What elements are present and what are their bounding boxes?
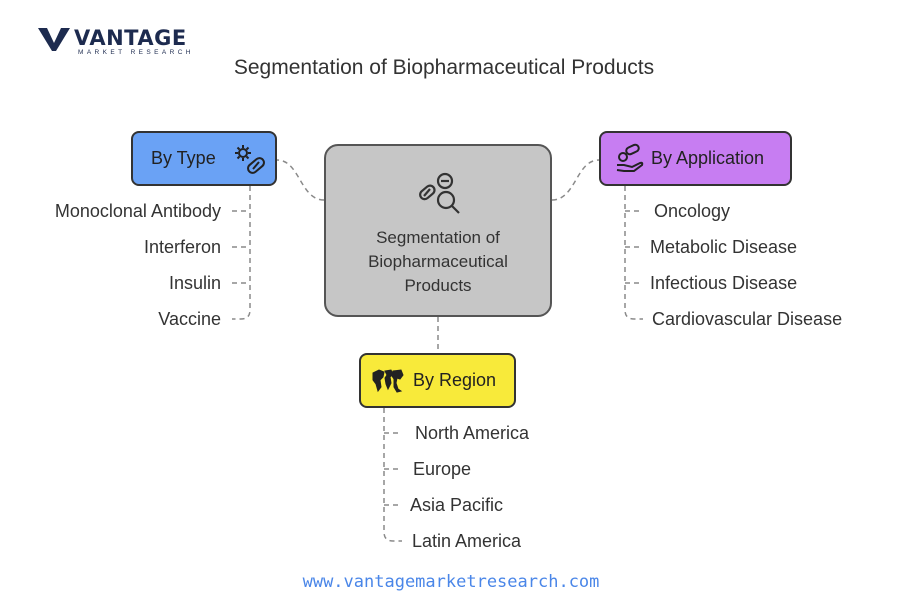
link-app-trunk — [624, 186, 643, 320]
category-by-application-label: By Application — [651, 148, 765, 168]
footer-url[interactable]: www.vantagemarketresearch.com — [302, 572, 600, 592]
type-item-2: Interferon — [143, 237, 221, 257]
page-title: Segmentation of Biopharmaceutical Produc… — [233, 56, 655, 79]
region-item-1: North America — [415, 423, 530, 443]
category-by-region-label: By Region — [413, 370, 497, 390]
link-region-trunk — [383, 408, 402, 542]
application-item-2: Metabolic Disease — [650, 237, 798, 257]
region-item-2: Europe — [413, 459, 472, 479]
application-item-3: Infectious Disease — [650, 273, 798, 293]
world-map-icon — [372, 369, 404, 393]
logo-subtitle: MARKET RESEARCH — [78, 49, 194, 56]
link-center-type — [276, 159, 325, 201]
type-item-4: Vaccine — [158, 309, 221, 329]
link-type-trunk — [232, 186, 251, 320]
category-by-application: By Application — [599, 131, 792, 186]
vantage-logo: VANTAGE MARKET RESEARCH — [38, 26, 191, 58]
application-item-1: Oncology — [654, 201, 731, 221]
category-by-region: By Region — [359, 353, 516, 408]
center-label: Segmentation of Biopharmaceutical Produc… — [368, 228, 508, 295]
region-item-4: Latin America — [412, 531, 522, 551]
logo-mark-icon — [38, 28, 70, 51]
application-item-4: Cardiovascular Disease — [652, 309, 843, 329]
type-item-3: Insulin — [168, 273, 221, 293]
link-center-application — [551, 159, 600, 201]
category-by-type-label: By Type — [151, 148, 216, 168]
type-item-1: Monoclonal Antibody — [54, 201, 221, 221]
center-node: Segmentation of Biopharmaceutical Produc… — [324, 144, 552, 317]
category-by-type: By Type — [131, 131, 277, 186]
pills-search-icon — [419, 172, 460, 214]
logo-wordmark: VANTAGE — [74, 26, 187, 50]
hand-pills-icon — [616, 143, 644, 172]
region-item-3: Asia Pacific — [410, 495, 504, 515]
gear-pill-icon — [235, 145, 265, 174]
